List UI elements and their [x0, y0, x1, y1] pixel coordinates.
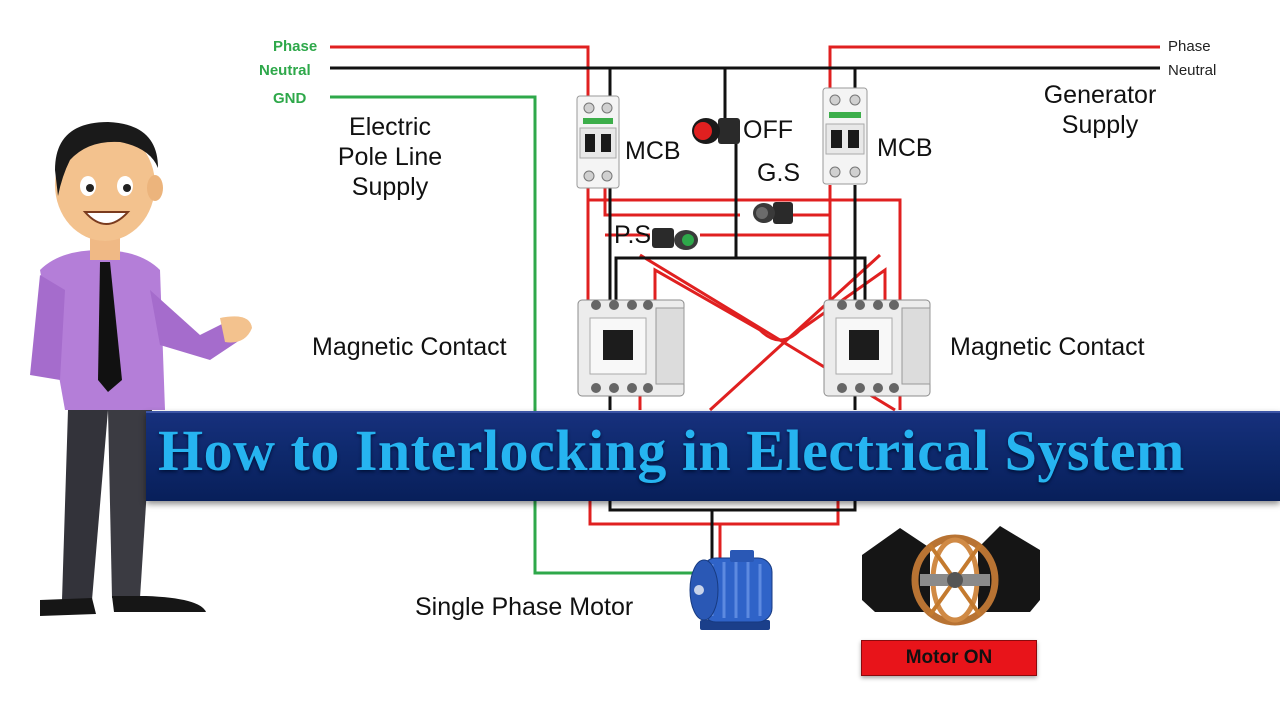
left-supply-line-1: Electric: [349, 113, 431, 141]
right-supply-line-1: Generator: [1043, 81, 1157, 109]
ground-wire: [330, 95, 700, 575]
motor-status-badge: Motor ON: [861, 640, 1037, 676]
rotor-icon: [862, 526, 1040, 626]
contactor-left-label: Magnetic Contact: [312, 333, 507, 361]
mcb-right-icon: [822, 87, 868, 185]
gs-button-label: G.S: [757, 159, 801, 187]
motor-label: Single Phase Motor: [415, 593, 634, 621]
off-button-label: OFF: [743, 116, 793, 144]
gs-button-icon: [753, 202, 793, 224]
right-supply-caption: Generator Supply: [1030, 80, 1170, 140]
off-button-icon: [692, 118, 740, 144]
ps-button-icon: [652, 228, 698, 250]
ps-button-label: P.S: [614, 221, 652, 249]
motor-icon: [689, 550, 773, 630]
left-supply-line-3: Supply: [351, 173, 429, 201]
motor-status-label: Motor ON: [905, 647, 993, 668]
left-phase-label: Phase: [273, 38, 318, 55]
left-gnd-label: GND: [273, 90, 307, 107]
neutral-wires: [330, 66, 1160, 560]
mcb-left-label: MCB: [625, 137, 681, 165]
mcb-right-label: MCB: [877, 134, 933, 162]
right-supply-line-2: Supply: [1061, 111, 1139, 139]
left-supply-line-2: Pole Line: [337, 143, 443, 171]
title-banner: How to Interlocking in Electrical System: [146, 411, 1280, 501]
right-neutral-label: Neutral: [1168, 62, 1217, 79]
right-phase-label: Phase: [1168, 38, 1211, 55]
left-neutral-label: Neutral: [259, 62, 311, 79]
mcb-left-icon: [576, 95, 620, 189]
contactor-right-icon: [823, 299, 931, 397]
left-supply-caption: Electric Pole Line Supply: [330, 112, 450, 202]
page-title: How to Interlocking in Electrical System: [158, 418, 1185, 483]
contactor-left-icon: [577, 299, 685, 397]
contactor-right-label: Magnetic Contact: [950, 333, 1145, 361]
presenter-figure-icon: [30, 122, 252, 616]
